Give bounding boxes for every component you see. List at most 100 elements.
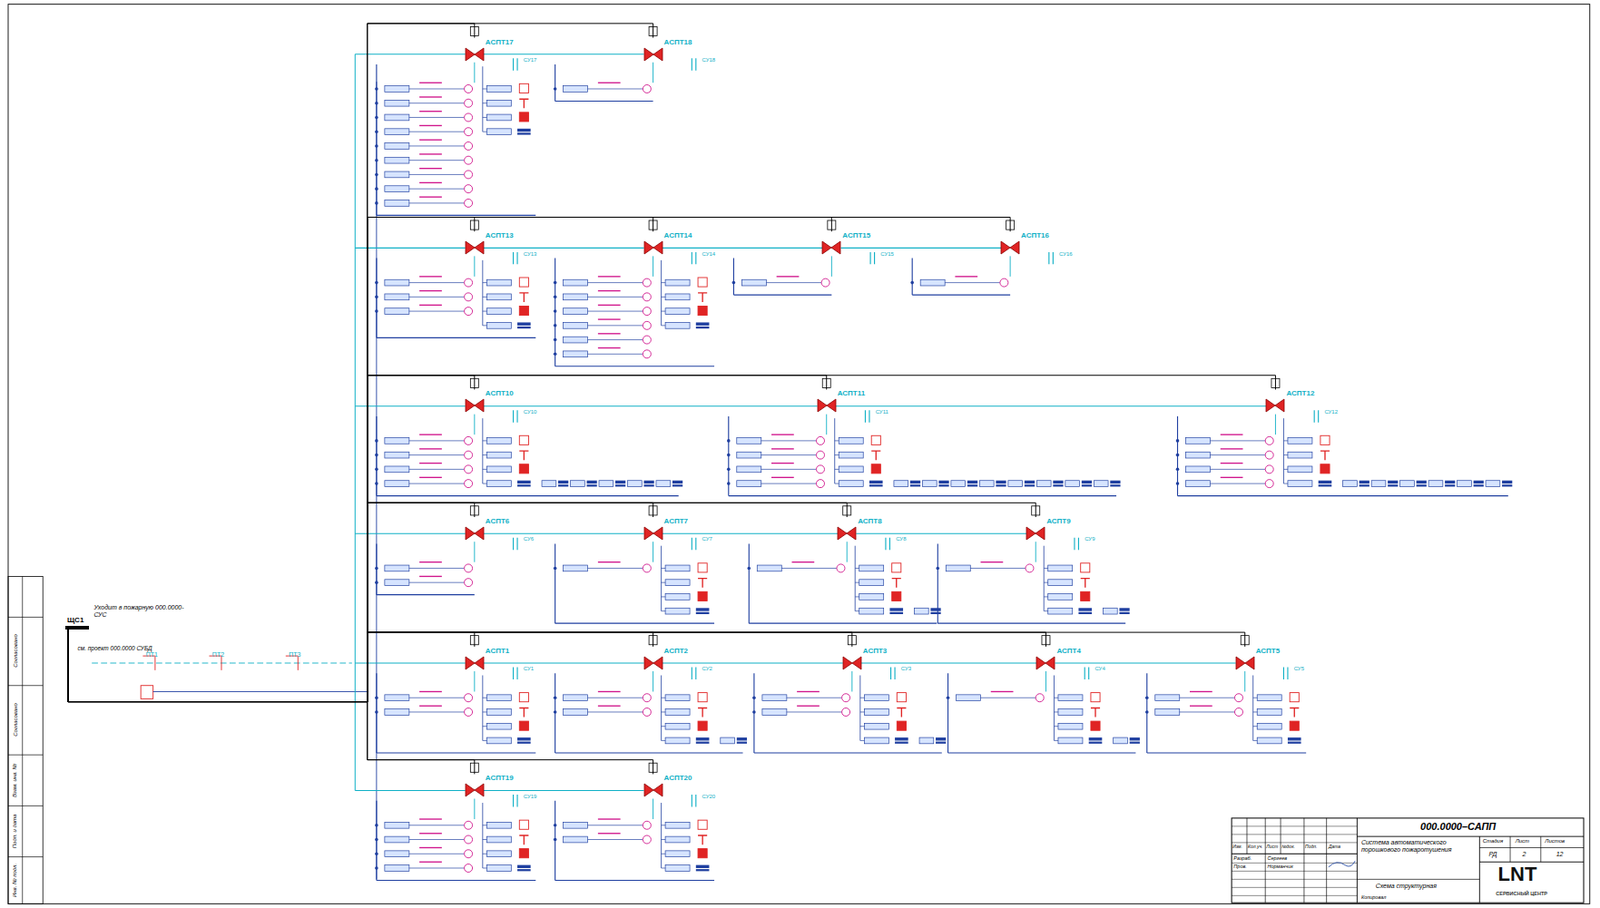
blue-line — [661, 867, 666, 869]
detector-symbol — [642, 321, 651, 330]
signal-symbol — [697, 849, 707, 859]
signal-symbol — [519, 693, 529, 703]
node-dot — [553, 567, 558, 571]
light-symbol — [938, 484, 949, 487]
cable-tag — [1400, 480, 1415, 488]
valve-symbol — [1265, 398, 1286, 413]
magenta-tag — [419, 196, 442, 197]
stamp-name: Норманчик — [1266, 863, 1293, 870]
valve-node: АСПТ10 — [464, 389, 514, 413]
valve-half — [822, 241, 832, 255]
detector-symbol — [464, 564, 473, 573]
cable-tag — [922, 480, 937, 488]
cable-tag — [1343, 480, 1358, 488]
valve-name: АСПТ10 — [485, 389, 514, 399]
stamp-header: Дата — [1328, 844, 1341, 851]
blue-line — [661, 296, 666, 298]
cable-tag — [1287, 438, 1313, 445]
cable-tag — [384, 186, 410, 193]
blue-line — [482, 88, 487, 89]
valve-node: АСПТ2 — [643, 647, 688, 671]
blue-line — [661, 839, 666, 841]
valve-half — [852, 657, 862, 670]
title-line — [1231, 834, 1357, 835]
light-symbol — [1444, 480, 1455, 484]
nozzle-label: СУ16 — [1059, 251, 1073, 258]
cable-tag — [1036, 480, 1051, 488]
blue-line — [376, 215, 536, 216]
blue-line — [912, 294, 1011, 296]
light-symbol — [894, 737, 909, 741]
blue-line — [588, 824, 644, 826]
blue-line — [588, 339, 644, 341]
valve-half — [843, 657, 853, 670]
cyan-drop — [652, 541, 654, 562]
magenta-tag — [598, 290, 621, 292]
valve-symbol — [643, 783, 664, 798]
valve-half — [465, 784, 475, 797]
bus-line — [68, 629, 853, 702]
valve-node: АСПТ13 — [464, 231, 514, 256]
cable-tag — [486, 99, 511, 107]
nozzle-label: СУ8 — [895, 536, 906, 543]
blue-line — [554, 543, 556, 624]
valve-node: АСПТ15 — [821, 231, 871, 256]
detector-symbol — [464, 465, 473, 474]
cyan-drop — [652, 671, 654, 692]
stamp-header: Лист — [1266, 844, 1278, 851]
node-dot — [752, 696, 756, 700]
blue-line — [1283, 418, 1285, 484]
blue-line — [947, 673, 949, 754]
cable-tag — [1155, 695, 1180, 702]
nozzle-label: СУ15 — [880, 251, 894, 258]
cable-line — [91, 662, 353, 664]
nozzle-bracket — [1074, 538, 1079, 550]
cable-tag — [956, 695, 982, 702]
node-dot — [553, 281, 558, 285]
light-symbol — [1109, 480, 1120, 484]
blue-line — [482, 117, 487, 118]
blue-line — [660, 260, 662, 326]
cable-tag — [1048, 565, 1073, 572]
blue-line — [860, 740, 864, 742]
cable-tag — [863, 709, 889, 717]
cable-tag — [563, 308, 589, 315]
light-symbol — [1119, 612, 1129, 615]
valve-node: АСПТ18 — [643, 38, 693, 62]
stamp-line — [21, 576, 23, 904]
detector-symbol — [464, 293, 473, 302]
title-line — [1231, 825, 1357, 827]
valve-half — [474, 527, 484, 540]
signal-symbol — [697, 277, 707, 287]
magenta-tag — [419, 433, 442, 435]
node-dot — [374, 468, 379, 472]
button-symbol — [1289, 707, 1299, 717]
blue-line — [482, 853, 487, 855]
side-stamp-label: Взам. инв. № — [11, 764, 19, 798]
title-line — [1265, 818, 1267, 904]
magenta-tag — [598, 275, 621, 277]
light-symbol — [1078, 608, 1092, 611]
light-symbol — [643, 480, 654, 484]
signal-symbol — [697, 721, 707, 731]
detector-symbol — [464, 480, 473, 489]
cyan-line — [483, 662, 645, 664]
cable-tag — [384, 709, 410, 717]
node-dot — [1176, 468, 1180, 472]
cyan-line — [354, 662, 465, 664]
light-symbol — [517, 484, 531, 487]
blue-line — [409, 483, 465, 485]
valve-half — [1236, 657, 1246, 670]
nozzle-bracket — [513, 538, 518, 550]
bus-line — [68, 629, 654, 775]
bus-line — [68, 375, 827, 703]
cable-tag — [384, 438, 410, 445]
nozzle-label: СУ3 — [901, 666, 912, 673]
detector-symbol — [815, 480, 825, 489]
cable-tag — [665, 822, 690, 829]
detector-symbol — [1000, 278, 1009, 287]
valve-half — [817, 399, 827, 413]
light-symbol — [967, 484, 978, 487]
